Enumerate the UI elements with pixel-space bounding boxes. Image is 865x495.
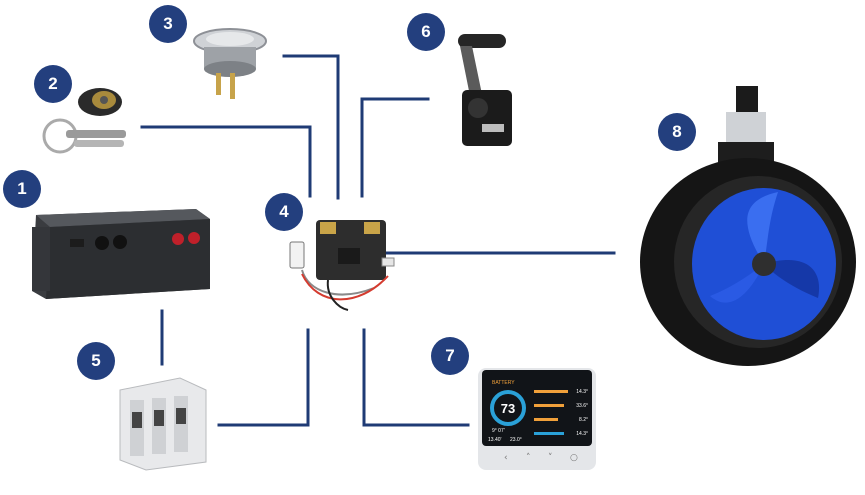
display-header: BATTERY [492, 380, 515, 386]
badge-display: 7 [431, 337, 469, 375]
fuse-holder-icon [119, 377, 207, 471]
badge-key-switch: 2 [34, 65, 72, 103]
badge-push-button: 3 [149, 5, 187, 43]
display-bottom-left: 13.40' [488, 437, 502, 443]
svg-text:˅: ˅ [548, 453, 553, 463]
svg-text:˄: ˄ [526, 453, 531, 463]
badge-battery: 1 [3, 170, 41, 208]
svg-text:○: ○ [570, 453, 578, 463]
badge-fuse-holder: 5 [77, 342, 115, 380]
display-row-4: 14.3° [576, 431, 588, 437]
push-button-icon [193, 28, 267, 99]
badge-throttle-lever: 6 [407, 13, 445, 51]
battery-icon [32, 209, 210, 299]
thruster-icon [640, 86, 856, 366]
display-mid-left: 9° 07' [492, 428, 505, 434]
display-bottom-right: 23.0° [510, 437, 522, 443]
wire-throttle [360, 97, 430, 198]
wire-fuse [217, 328, 310, 427]
wire-key-switch [140, 125, 312, 198]
badge-controller: 4 [265, 193, 303, 231]
controller-icon [289, 220, 395, 311]
display-row-1: 14.3° [576, 389, 588, 395]
display-icon: 73 BATTERY 14.3° 33.6° 8.2° 14.3° 9° 07'… [478, 368, 596, 470]
wire-push-button [282, 54, 340, 200]
key-switch-icon [42, 88, 126, 154]
svg-text:‹: ‹ [504, 453, 508, 463]
throttle-lever-icon [458, 34, 512, 146]
display-row-2: 33.6° [576, 403, 588, 409]
badge-thruster: 8 [658, 113, 696, 151]
display-row-3: 8.2° [579, 417, 588, 423]
display-value: 73 [501, 401, 515, 416]
wire-display [362, 328, 470, 427]
